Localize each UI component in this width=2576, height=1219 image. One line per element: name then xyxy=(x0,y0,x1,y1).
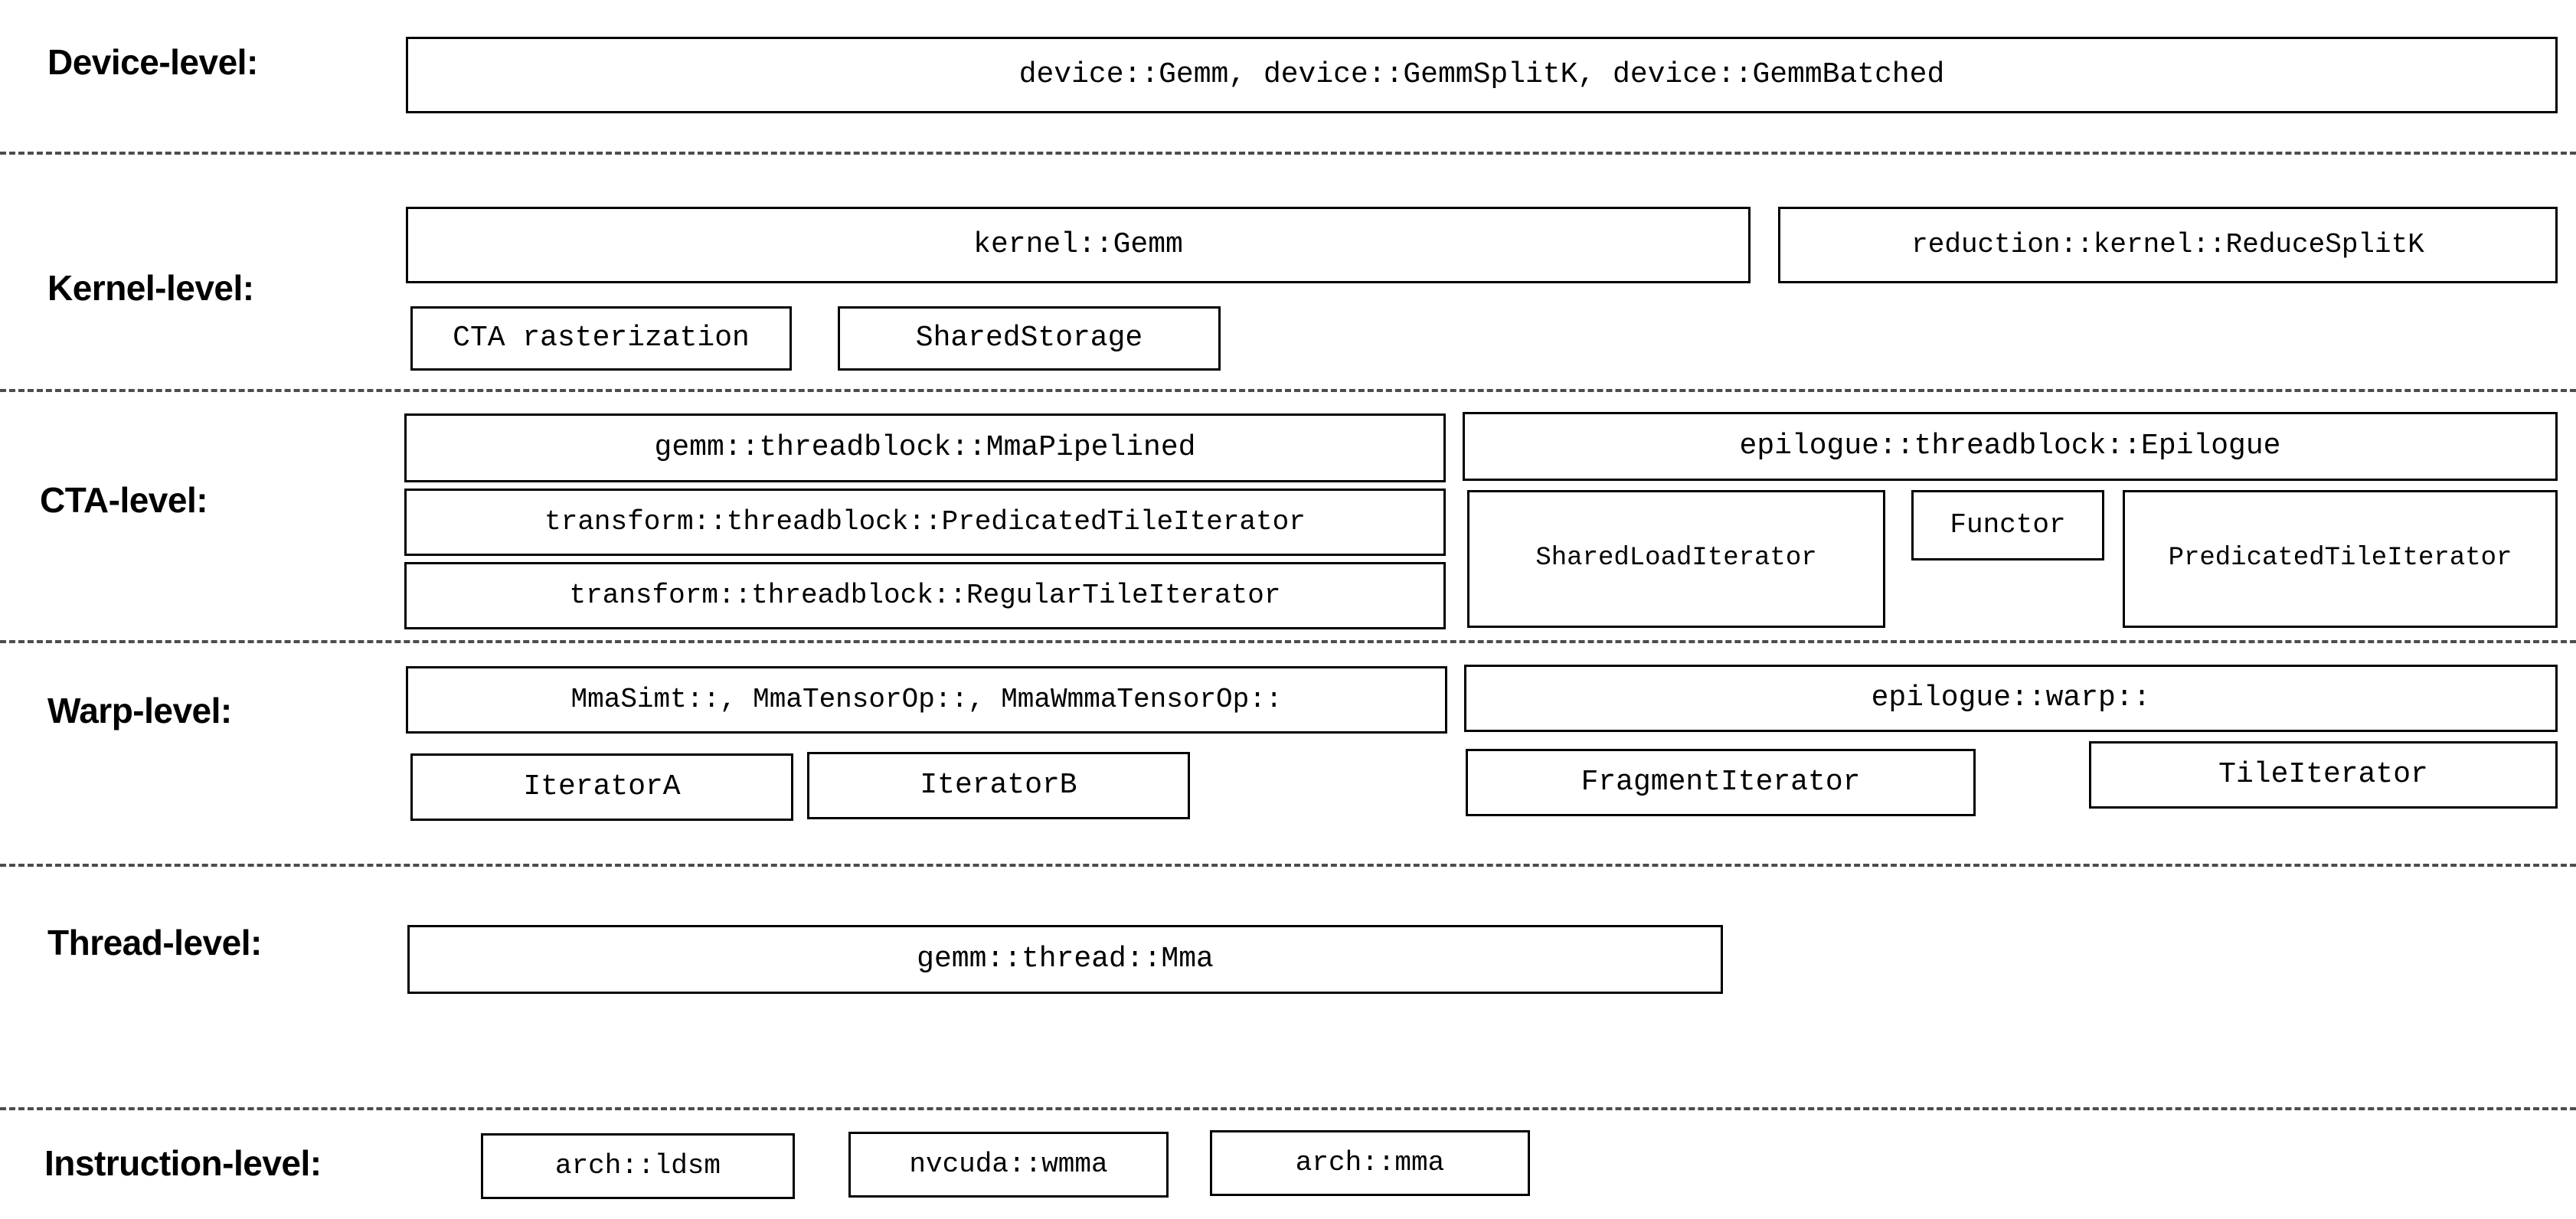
box-cta-rasterization[interactable]: CTA rasterization xyxy=(410,306,792,371)
level-label-device: Device-level: xyxy=(47,42,258,82)
level-label-instruction: Instruction-level: xyxy=(44,1143,322,1183)
box-device-gemm[interactable]: device::Gemm, device::GemmSplitK, device… xyxy=(406,37,2558,113)
box-arch-ldsm[interactable]: arch::ldsm xyxy=(481,1133,795,1199)
box-gemm-threadblock-mmapipelined[interactable]: gemm::threadblock::MmaPipelined xyxy=(404,413,1446,482)
box-epilogue-warp[interactable]: epilogue::warp:: xyxy=(1464,665,2558,732)
box-predicated-tile-iterator[interactable]: PredicatedTileIterator xyxy=(2123,490,2558,628)
box-transform-threadblock-regulartileiterator[interactable]: transform::threadblock::RegularTileItera… xyxy=(404,562,1446,629)
box-nvcuda-wmma[interactable]: nvcuda::wmma xyxy=(848,1132,1169,1198)
divider-device-kernel xyxy=(0,152,2576,155)
level-label-warp: Warp-level: xyxy=(47,691,232,730)
level-label-thread: Thread-level: xyxy=(47,923,262,962)
divider-warp-thread xyxy=(0,864,2576,867)
box-arch-mma[interactable]: arch::mma xyxy=(1210,1130,1530,1196)
box-kernel-gemm[interactable]: kernel::Gemm xyxy=(406,207,1751,283)
box-tile-iterator[interactable]: TileIterator xyxy=(2089,741,2558,809)
box-reduction-reducesplitk[interactable]: reduction::kernel::ReduceSplitK xyxy=(1778,207,2558,283)
divider-kernel-cta xyxy=(0,389,2576,392)
divider-thread-instruction xyxy=(0,1107,2576,1110)
level-label-kernel: Kernel-level: xyxy=(47,268,254,308)
box-mma-variants[interactable]: MmaSimt::, MmaTensorOp::, MmaWmmaTensorO… xyxy=(406,666,1447,734)
box-iterator-b[interactable]: IteratorB xyxy=(807,752,1190,819)
level-label-cta: CTA-level: xyxy=(40,480,208,520)
box-epilogue-threadblock-epilogue[interactable]: epilogue::threadblock::Epilogue xyxy=(1463,412,2558,481)
box-shared-storage[interactable]: SharedStorage xyxy=(838,306,1221,371)
box-fragment-iterator[interactable]: FragmentIterator xyxy=(1466,749,1976,816)
divider-cta-warp xyxy=(0,640,2576,643)
box-shared-load-iterator[interactable]: SharedLoadIterator xyxy=(1467,490,1885,628)
box-iterator-a[interactable]: IteratorA xyxy=(410,753,793,821)
box-functor[interactable]: Functor xyxy=(1911,490,2104,560)
box-transform-threadblock-predicatedtileiterator[interactable]: transform::threadblock::PredicatedTileIt… xyxy=(404,489,1446,556)
box-gemm-thread-mma[interactable]: gemm::thread::Mma xyxy=(407,925,1723,994)
